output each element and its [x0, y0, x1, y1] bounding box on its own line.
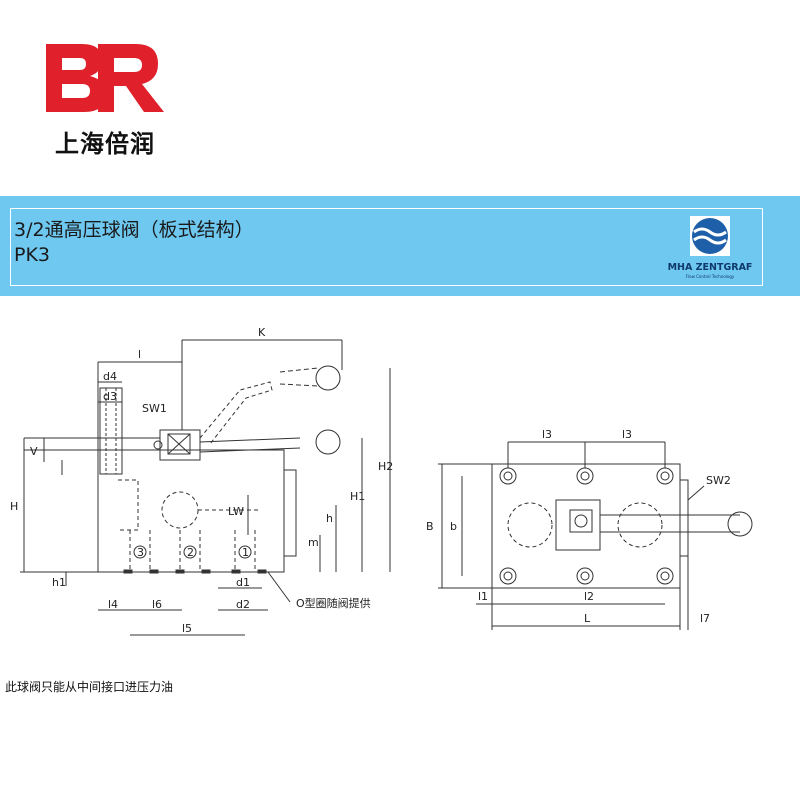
label-l3-right: l3 — [622, 428, 632, 441]
company-logo: 上海倍润 — [40, 38, 170, 158]
base-plate — [491, 463, 681, 589]
handle-knob-lower — [315, 429, 341, 455]
label-H2: H2 — [378, 460, 393, 473]
label-l3-left: l3 — [542, 428, 552, 441]
port-1-circle — [238, 545, 252, 559]
top-view — [438, 441, 753, 630]
label-LW: LW — [228, 505, 244, 518]
top-port — [99, 387, 123, 475]
handle-open — [199, 381, 273, 445]
brand-tagline: Flow Control Technology — [685, 274, 735, 279]
handle-closed — [199, 437, 301, 453]
brand-name: MHA ZENTGRAF — [667, 262, 753, 273]
label-l6: l6 — [152, 598, 162, 611]
label-h1: h1 — [52, 576, 66, 589]
product-model: PK3 — [14, 244, 51, 266]
port-2-circle — [183, 545, 197, 559]
label-V: V — [30, 445, 38, 458]
logo-text: 上海倍润 — [55, 130, 155, 158]
label-oring-note: O型圈随阀提供 — [296, 596, 371, 610]
label-d4: d4 — [103, 370, 117, 383]
top-handle-knob — [727, 511, 753, 537]
label-l1: l1 — [478, 590, 488, 603]
wave-icon — [690, 216, 730, 256]
label-H1: H1 — [350, 490, 365, 503]
handle-knob-upper — [315, 365, 341, 391]
label-l5: l5 — [182, 622, 192, 635]
label-H: H — [10, 500, 18, 513]
label-h: h — [326, 512, 333, 525]
label-port2: 2 — [187, 546, 194, 559]
label-l: l — [138, 348, 141, 361]
label-L: L — [584, 612, 591, 625]
sw1-nut — [167, 433, 191, 455]
label-K: K — [258, 326, 266, 339]
label-d2: d2 — [236, 598, 250, 611]
side-cap — [283, 469, 297, 557]
usage-note: 此球阀只能从中间接口进压力油 — [5, 680, 174, 694]
label-SW2: SW2 — [706, 474, 731, 487]
label-port3: 3 — [137, 546, 144, 559]
label-SW1: SW1 — [142, 402, 167, 415]
brand-logo: MHA ZENTGRAF Flow Control Technology — [662, 212, 758, 284]
label-d1: d1 — [236, 576, 250, 589]
label-l2: l2 — [584, 590, 594, 603]
port-3-circle — [133, 545, 147, 559]
label-l4: l4 — [108, 598, 118, 611]
title-frame — [10, 208, 763, 286]
title-banner — [0, 196, 800, 296]
label-d3: d3 — [103, 390, 117, 403]
label-l7: l7 — [700, 612, 710, 625]
label-b: b — [450, 520, 457, 533]
valve-head — [159, 429, 201, 461]
valve-drawing: K l d4 d3 SW1 V H h1 LW m h H1 H2 l4 l6 … — [10, 326, 753, 636]
product-title: 3/2通高压球阀（板式结构） — [14, 219, 254, 241]
label-port1: 1 — [242, 546, 249, 559]
top-handle — [600, 514, 740, 533]
internal-bore — [161, 491, 199, 529]
label-B: B — [426, 520, 434, 533]
label-m: m — [308, 536, 319, 549]
front-view — [20, 339, 391, 636]
br-logo-mark — [46, 44, 164, 112]
